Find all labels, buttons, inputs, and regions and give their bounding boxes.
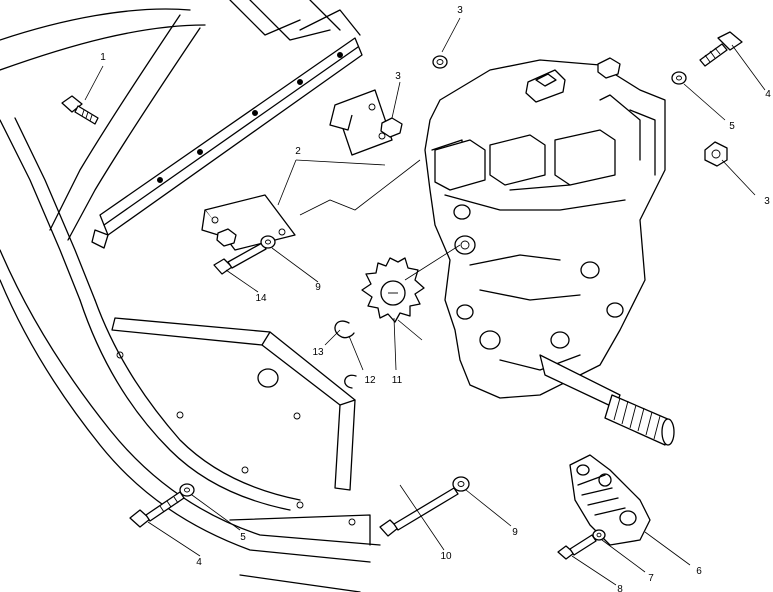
washer-9-upper [260, 235, 276, 249]
bolt-14 [213, 242, 267, 275]
callout-4-top: 4 [765, 89, 771, 100]
clip-12 [344, 374, 357, 389]
callout-numbers: 1 2 3 3 3 4 4 5 5 6 7 8 9 9 10 11 12 13 … [100, 5, 771, 592]
callout-11: 11 [392, 375, 403, 386]
washer-5-top [671, 71, 687, 85]
bolt-8 [557, 534, 597, 560]
washer-5-bottom [179, 483, 195, 497]
bolt-4-bottom [129, 491, 185, 528]
callout-5-bottom: 5 [240, 532, 246, 543]
callout-3-right: 3 [764, 196, 770, 207]
bolt-1 [61, 95, 99, 125]
callout-3-bracket: 3 [395, 71, 401, 82]
callout-12: 12 [364, 375, 376, 386]
callout-5-top: 5 [729, 121, 735, 132]
bracket-lower [201, 194, 296, 251]
callout-3-top: 3 [457, 5, 463, 16]
guard-plate [111, 317, 356, 491]
leader-lines [84, 17, 766, 586]
nut-3-top [432, 55, 448, 69]
bolt-10 [379, 487, 459, 537]
callout-2: 2 [295, 146, 301, 157]
washer-7 [592, 529, 606, 541]
callout-10: 10 [440, 551, 452, 562]
callout-4-bottom: 4 [196, 557, 202, 568]
callout-9-upper: 9 [315, 282, 321, 293]
clamp-6 [569, 454, 651, 546]
mounting-rail [91, 9, 363, 249]
callout-13: 13 [312, 347, 324, 358]
callout-14: 14 [255, 293, 267, 304]
callout-7: 7 [648, 573, 654, 584]
sprocket-11 [361, 257, 425, 323]
nut-lower-bracket [216, 228, 237, 247]
gearcase [424, 57, 666, 399]
clip-13 [334, 320, 355, 339]
output-shaft [539, 354, 675, 446]
bracket-upper [329, 89, 393, 156]
bolt-4-top [699, 31, 743, 67]
frame-tubes [0, 0, 381, 592]
callout-6: 6 [696, 566, 702, 577]
nut-3-right [704, 141, 728, 167]
washer-9-lower [452, 476, 470, 492]
callout-1: 1 [100, 52, 106, 63]
callout-8: 8 [617, 584, 623, 592]
callout-9-lower: 9 [512, 527, 518, 538]
